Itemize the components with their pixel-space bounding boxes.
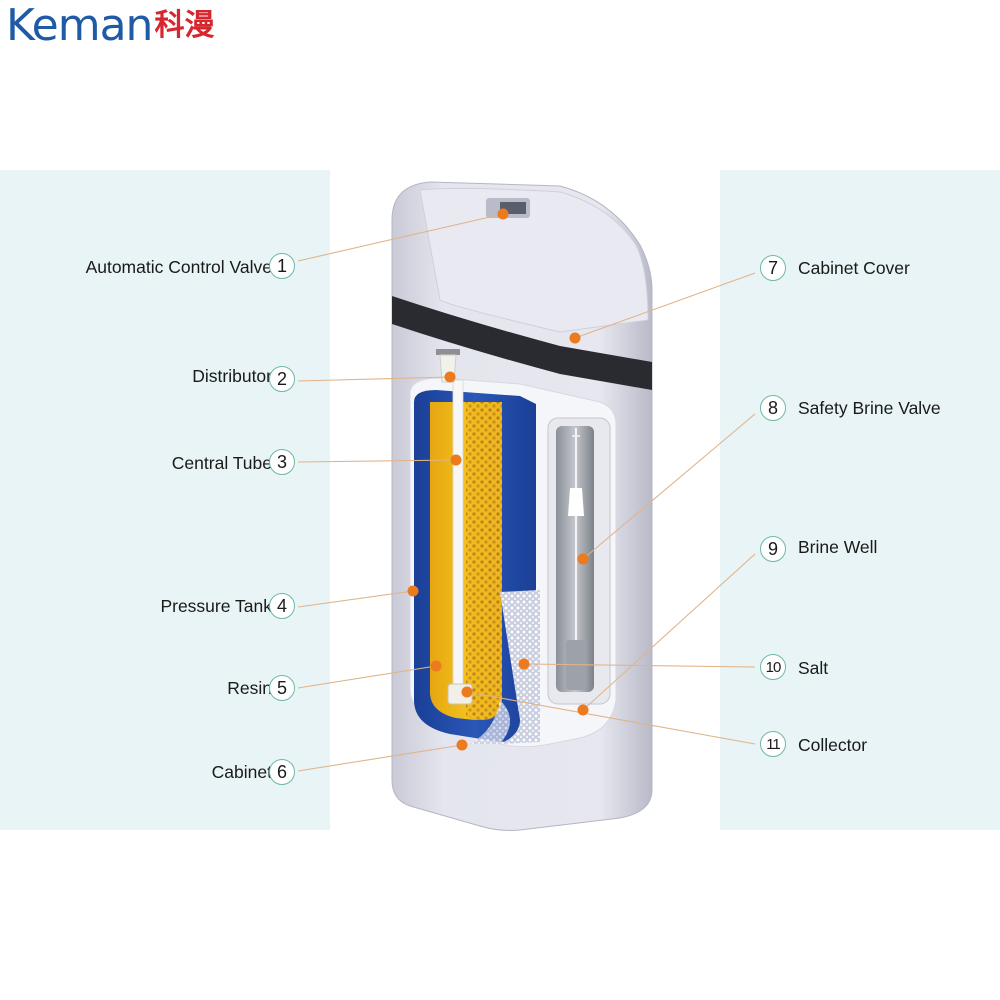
part-number-badge: 9	[760, 536, 786, 562]
part-label-collector: Collector	[798, 735, 868, 755]
part-label-resin: Resin	[227, 678, 272, 698]
part-label-cabinet-cover: Cabinet Cover	[798, 258, 910, 278]
part-label-salt: Salt	[798, 658, 829, 678]
part-number-badge: 8	[760, 395, 786, 421]
part-number-badge: 1	[269, 253, 295, 279]
logo-text-chinese: 科漫	[154, 8, 215, 43]
part-number-badge: 6	[269, 759, 295, 785]
part-number-badge: 7	[760, 255, 786, 281]
part-label-central-tube: Central Tube	[171, 453, 272, 473]
part-label-safety-brine-valve: Safety Brine Valve	[798, 398, 941, 418]
logo-text: Keman	[6, 0, 153, 51]
part-number-badge: 4	[269, 593, 295, 619]
part-number-badge: 3	[269, 449, 295, 475]
left-label-panel	[0, 170, 330, 830]
part-number-badge: 5	[269, 675, 295, 701]
part-label-brine-well: Brine Well	[798, 537, 878, 557]
brand-logo: Keman 科漫	[6, 4, 214, 48]
part-number-badge: 11	[760, 731, 786, 757]
part-label-cabinet: Cabinet	[211, 762, 272, 782]
part-label-automatic-control-valve: Automatic Control Valve	[85, 257, 272, 277]
part-number-badge: 2	[269, 366, 295, 392]
part-label-distributor: Distributor	[192, 366, 272, 386]
part-number-badge: 10	[760, 654, 786, 680]
part-label-pressure-tank: Pressure Tank	[160, 596, 272, 616]
right-label-panel	[720, 170, 1000, 830]
